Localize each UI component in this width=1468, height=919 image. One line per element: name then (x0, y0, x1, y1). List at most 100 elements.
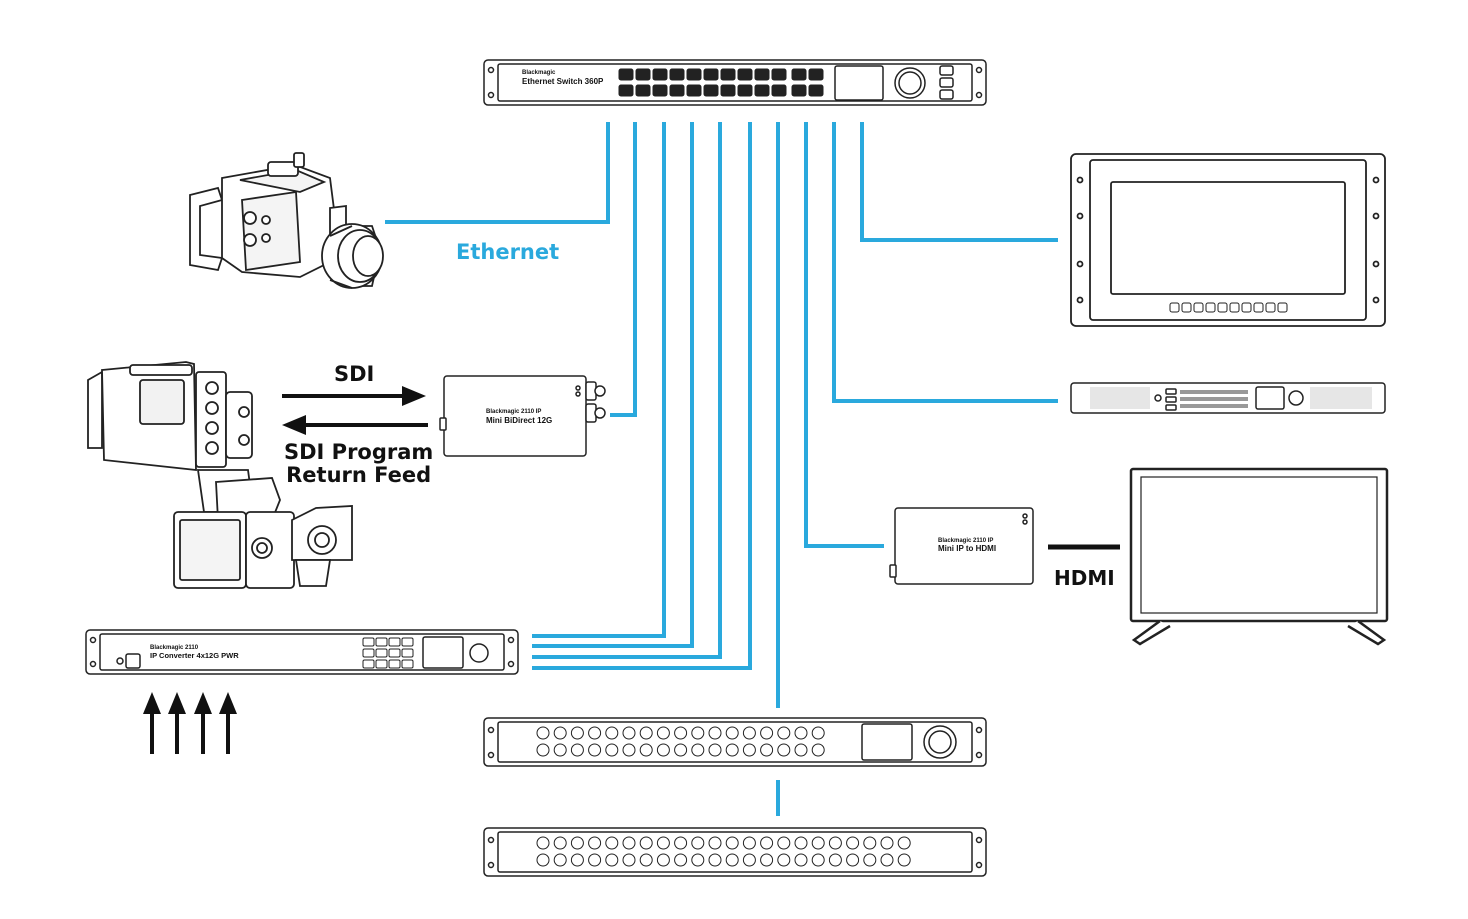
panel-button (794, 726, 808, 740)
panel-button (656, 853, 670, 867)
router-panel (483, 827, 987, 877)
panel-button (846, 853, 860, 867)
panel-button (588, 743, 602, 757)
mini-ip-to-hdmi-converter (889, 507, 1034, 585)
panel-button (656, 726, 670, 740)
cable-switch-to-converter-2 (532, 122, 694, 648)
hdmi-label: HDMI (1054, 566, 1115, 590)
panel-button (639, 853, 653, 867)
panel-button (674, 853, 688, 867)
converter-lcd (422, 636, 464, 669)
sdi-return-line2: Return Feed (286, 463, 432, 487)
ip-to-hdmi-model-text: Mini IP to HDMI (938, 544, 996, 553)
cable-switch-to-converter-3 (532, 122, 722, 659)
ethernet-label: Ethernet (456, 240, 560, 264)
panel-button (811, 836, 825, 850)
panel-button (846, 836, 860, 850)
panel-button (811, 726, 825, 740)
cable-switch-to-smartview (860, 122, 1058, 242)
panel-button (811, 853, 825, 867)
panel-button (536, 836, 550, 850)
panel-button (828, 853, 842, 867)
cable-switch-to-ip-to-hdmi (804, 122, 884, 548)
panel-button (588, 836, 602, 850)
sdi-input-arrows (143, 692, 237, 754)
panel-button (691, 726, 705, 740)
panel-button (863, 853, 877, 867)
audio-monitor (1070, 382, 1386, 414)
converter-brand-text: Blackmagic 2110 (150, 645, 199, 651)
panel-button (691, 853, 705, 867)
switch-model-text: Ethernet Switch 360P (522, 77, 604, 86)
panel-button (725, 743, 739, 757)
panel-button (570, 726, 584, 740)
panel-button (794, 836, 808, 850)
broadcast-camera (87, 361, 353, 589)
panel-button (708, 836, 722, 850)
bidirect-brand-text: Blackmagic 2110 IP (486, 409, 541, 415)
panel-button (536, 853, 550, 867)
panel-button (588, 726, 602, 740)
panel-button (777, 743, 791, 757)
switch-button-rows (618, 68, 824, 97)
sdi-return-line1: SDI Program (284, 440, 434, 464)
router-panel-buttons (536, 836, 911, 867)
sdi-return-label: SDI Program Return Feed (284, 441, 433, 487)
panel-button (880, 853, 894, 867)
panel-button (639, 743, 653, 757)
panel-button (725, 836, 739, 850)
switch-lcd (834, 65, 884, 101)
panel-button (622, 836, 636, 850)
cable-switch-to-converter-1 (532, 122, 666, 638)
cable-switch-to-bidirect (610, 122, 637, 417)
panel-button (605, 726, 619, 740)
panel-button (760, 853, 774, 867)
cable-switch-to-converter-4 (532, 122, 752, 670)
panel-button (605, 743, 619, 757)
sdi-label: SDI (334, 362, 375, 386)
panel-button (639, 726, 653, 740)
rack-monitor (1070, 153, 1386, 327)
panel-button (708, 726, 722, 740)
panel-button (691, 836, 705, 850)
panel-button (622, 853, 636, 867)
panel-button (742, 853, 756, 867)
panel-button (536, 743, 550, 757)
panel-button (622, 743, 636, 757)
panel-button (828, 836, 842, 850)
converter-model-text: IP Converter 4x12G PWR (150, 651, 239, 660)
panel-button (742, 836, 756, 850)
panel-button (777, 853, 791, 867)
studio-camera (189, 152, 384, 289)
bidirect-model-text: Mini BiDirect 12G (486, 416, 552, 425)
panel-button (760, 743, 774, 757)
panel-button (897, 853, 911, 867)
panel-button (570, 836, 584, 850)
panel-button (777, 726, 791, 740)
television (1129, 467, 1389, 646)
panel-button (863, 836, 877, 850)
panel-button (691, 743, 705, 757)
panel-button (639, 836, 653, 850)
panel-button (880, 836, 894, 850)
panel-button (605, 853, 619, 867)
panel-button (777, 836, 791, 850)
ethernet-cables (385, 122, 1058, 816)
panel-button (605, 836, 619, 850)
panel-button (588, 853, 602, 867)
panel-button (570, 853, 584, 867)
panel-button (674, 743, 688, 757)
panel-button (725, 726, 739, 740)
panel-button (725, 853, 739, 867)
control-panel-lcd (861, 723, 913, 761)
cable-switch-to-studio-camera (385, 122, 610, 224)
panel-button (622, 726, 636, 740)
panel-button (656, 743, 670, 757)
panel-button (553, 836, 567, 850)
panel-button (536, 726, 550, 740)
panel-button (674, 726, 688, 740)
panel-button (708, 853, 722, 867)
mini-bidirect-converter (439, 375, 606, 457)
panel-button (553, 726, 567, 740)
